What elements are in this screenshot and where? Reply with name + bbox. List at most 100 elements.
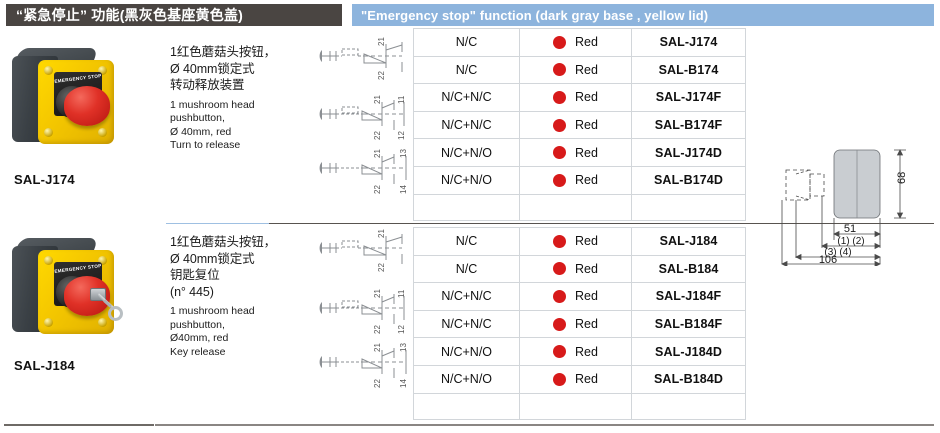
desc-cn-line: 1红色蘑菇头按钮， xyxy=(170,45,277,59)
contact-schematic-1-nc-no: 21 22 13 14 xyxy=(318,146,414,207)
desc-en-line: 1 mushroom head xyxy=(170,98,255,111)
terminal-number: 21 xyxy=(373,289,382,298)
table-row[interactable]: N/C+N/O Red SAL-B174D xyxy=(413,165,746,195)
desc-cn-line: 1红色蘑菇头按钮， xyxy=(170,235,277,249)
product-label-2: SAL-J184 xyxy=(14,358,75,373)
table-row[interactable]: N/C+N/O Red SAL-J174D xyxy=(413,138,746,167)
table-row[interactable]: N/C+N/C Red SAL-J174F xyxy=(413,83,746,112)
color-cell: Red xyxy=(519,282,632,311)
color-cell: Red xyxy=(519,28,632,57)
key-bow-icon xyxy=(108,306,123,321)
description-chinese-1: 1红色蘑菇头按钮， Ø 40mm锁定式 转动释放装置 xyxy=(170,44,320,94)
part-number-cell: SAL-B184 xyxy=(631,254,746,284)
color-label: Red xyxy=(575,62,598,77)
desc-en-line: Key release xyxy=(170,345,226,358)
empty-cell xyxy=(413,392,520,420)
description-block-2: 1红色蘑菇头按钮， Ø 40mm锁定式 钥匙复位 (n° 445) 1 mush… xyxy=(170,234,320,359)
screw-icon xyxy=(44,318,53,327)
english-title-bar: "Emergency stop" function (dark gray bas… xyxy=(352,4,934,26)
terminal-number: 12 xyxy=(397,131,406,140)
red-color-dot-icon xyxy=(553,317,567,331)
part-number-cell: SAL-J184F xyxy=(631,282,746,311)
red-color-dot-icon xyxy=(553,289,567,303)
desc-en-line: 1 mushroom head xyxy=(170,305,255,317)
contact-config-cell: N/C+N/C xyxy=(413,83,520,112)
screw-icon xyxy=(98,318,107,327)
desc-en-line: pushbutton, xyxy=(170,318,225,331)
red-color-dot-icon xyxy=(553,372,567,386)
table-row[interactable]: N/C Red SAL-B174 xyxy=(413,55,746,85)
terminal-number: 22 xyxy=(373,325,382,334)
color-cell: Red xyxy=(519,138,632,167)
terminal-number: 22 xyxy=(373,379,382,388)
color-label: Red xyxy=(575,145,598,160)
color-cell: Red xyxy=(519,55,632,85)
table-row[interactable]: N/C Red SAL-J174 xyxy=(413,28,746,57)
contact-schematic-1-double-nc: 21 22 11 12 xyxy=(318,92,410,153)
table-row[interactable]: N/C Red SAL-J184 xyxy=(413,227,746,256)
screw-icon xyxy=(44,256,53,265)
section-divider-blue xyxy=(166,223,269,224)
color-cell: Red xyxy=(519,364,632,394)
table-row[interactable]: N/C Red SAL-B184 xyxy=(413,254,746,284)
red-color-dot-icon xyxy=(553,35,567,49)
bottom-rule-right xyxy=(155,424,934,426)
screw-icon xyxy=(98,66,107,75)
terminal-number: 22 xyxy=(377,263,386,272)
table-row[interactable]: N/C+N/C Red SAL-B174F xyxy=(413,110,746,140)
terminal-number: 21 xyxy=(373,343,382,352)
part-number-cell: SAL-J174 xyxy=(631,28,746,57)
red-color-dot-icon xyxy=(553,90,567,104)
product-label-1: SAL-J174 xyxy=(14,172,75,187)
color-cell: Red xyxy=(519,227,632,256)
terminal-number: 21 xyxy=(377,37,386,46)
contact-config-cell: N/C+N/O xyxy=(413,138,520,167)
table-row[interactable]: N/C+N/O Red SAL-J184D xyxy=(413,337,746,366)
red-color-dot-icon xyxy=(553,234,567,248)
desc-cn-line: Ø 40mm锁定式 xyxy=(170,61,255,76)
part-number-cell: SAL-B174F xyxy=(631,110,746,140)
contact-schematic-2-nc-no: 21 22 13 14 xyxy=(318,340,414,401)
color-label: Red xyxy=(575,289,598,304)
terminal-number: 13 xyxy=(399,149,408,158)
terminal-number: 22 xyxy=(377,71,386,80)
color-label: Red xyxy=(575,317,598,332)
color-label: Red xyxy=(575,234,598,249)
screw-icon xyxy=(44,128,53,137)
empty-cell xyxy=(519,392,632,420)
product-table-1: N/C Red SAL-J174 N/C Red SAL-B174 N/C+N/… xyxy=(413,28,746,221)
desc-cn-line: Ø 40mm锁定式 xyxy=(170,251,255,266)
empty-cell xyxy=(631,193,746,221)
terminal-number: 13 xyxy=(399,343,408,352)
color-cell: Red xyxy=(519,83,632,112)
red-color-dot-icon xyxy=(553,262,567,276)
contact-config-cell: N/C+N/O xyxy=(413,165,520,195)
part-number-cell: SAL-B184F xyxy=(631,309,746,339)
bottom-rule-left xyxy=(4,424,154,426)
desc-en-line: Ø 40mm, red xyxy=(170,125,232,138)
terminal-number: 21 xyxy=(377,229,386,238)
terminal-number: 22 xyxy=(373,131,382,140)
desc-en-line: pushbutton, xyxy=(170,112,225,124)
terminal-number: 11 xyxy=(397,289,406,298)
description-english-2: 1 mushroom head pushbutton, Ø40mm, red K… xyxy=(170,305,320,359)
table-row[interactable]: N/C+N/C Red SAL-B184F xyxy=(413,309,746,339)
terminal-number: 21 xyxy=(373,149,382,158)
dimension-height: 68 xyxy=(896,172,908,184)
description-block-1: 1红色蘑菇头按钮， Ø 40mm锁定式 转动释放装置 1 mushroom he… xyxy=(170,44,320,153)
color-cell: Red xyxy=(519,165,632,195)
terminal-number: 14 xyxy=(399,379,408,388)
product-table-2-grid: N/C Red SAL-J184 N/C Red SAL-B184 N/C+N/… xyxy=(413,227,746,420)
part-number-cell: SAL-J174D xyxy=(631,138,746,167)
color-label: Red xyxy=(575,344,598,359)
color-label: Red xyxy=(575,261,598,276)
red-mushroom-button xyxy=(64,86,110,126)
red-color-dot-icon xyxy=(553,146,567,160)
screw-icon xyxy=(44,66,53,75)
dimension-width: 51 xyxy=(844,223,856,235)
product-photo-sal-j184: EMERGENCY STOP xyxy=(8,232,126,342)
empty-cell xyxy=(631,392,746,420)
contact-config-cell: N/C+N/C xyxy=(413,309,520,339)
table-row[interactable]: N/C+N/O Red SAL-B184D xyxy=(413,364,746,394)
table-row[interactable]: N/C+N/C Red SAL-J184F xyxy=(413,282,746,311)
